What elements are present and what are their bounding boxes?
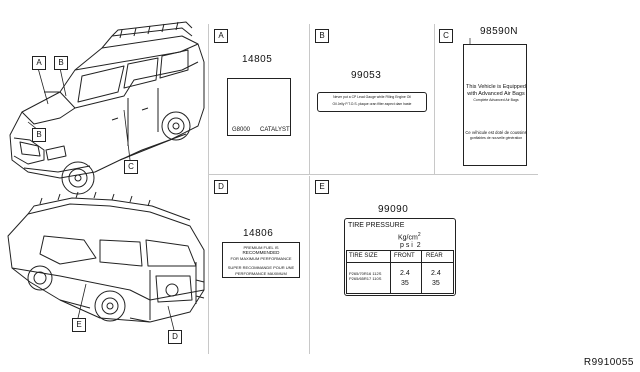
label-e-unit-metric-exp: 2: [417, 232, 421, 238]
label-e-front-psi: 35: [401, 280, 409, 287]
label-d: [222, 242, 300, 278]
label-e-size-1: P265/70R16 112S: [349, 271, 382, 276]
label-b-line2: Oil Jelly P.T.O.S. plaque oran filter as…: [332, 102, 412, 106]
label-c-heading-fr-2: gonflables de nouvelle génération: [469, 136, 523, 140]
divider-vertical-mid-top: [309, 24, 310, 174]
label-c-heading-en-2: with Advanced Air Bags: [467, 91, 525, 97]
label-c: [463, 44, 527, 166]
label-e-unit-psi-text: p s i: [400, 242, 413, 249]
label-e-col-size: TIRE SIZE: [349, 253, 378, 259]
label-a-code: G8000: [232, 127, 251, 133]
label-e-rear-psi: 35: [432, 280, 440, 287]
panel-e-tag: E: [315, 180, 329, 194]
label-b-line1: Never put a CP Lead Gauge while Filling …: [333, 95, 411, 99]
label-e-front-kg: 2.4: [400, 270, 410, 277]
label-c-heading-fr-1: Ce véhicule est doté de coussins: [465, 130, 527, 135]
callout-bottom-d: D: [168, 330, 182, 344]
panel-a-tag: A: [214, 29, 228, 43]
callout-top-c: C: [124, 160, 138, 174]
label-e-table-col2-sep: [421, 250, 422, 294]
label-d-line2: RECOMMENDED: [242, 250, 280, 255]
part-number-c: 98590N: [480, 26, 519, 37]
label-e: [344, 218, 456, 296]
label-c-heading-en-1: This Vehicle is Equipped: [466, 84, 526, 90]
panel-c-tag: C: [439, 29, 453, 43]
label-d-line3: FOR MAXIMUM PERFORMANCE: [230, 256, 292, 261]
label-e-rear-kg: 2.4: [431, 270, 441, 277]
bottom-vehicle-drawing: [7, 191, 205, 323]
divider-vertical-mid-bottom: [309, 176, 310, 354]
label-e-table-header-sep: [346, 262, 454, 263]
callout-leader-lines: [27, 67, 175, 331]
label-d-line5: PERFORMANCE MAXIMUM: [235, 271, 287, 276]
label-e-unit-psi: p s i 2: [400, 242, 421, 249]
label-a: [227, 78, 291, 136]
part-number-b: 99053: [351, 70, 382, 81]
panel-d-tag: D: [214, 180, 228, 194]
label-e-table-border: [346, 250, 454, 294]
label-e-title: TIRE PRESSURE: [348, 222, 405, 229]
callout-top-b: B: [54, 56, 68, 70]
part-number-a: 14805: [242, 54, 273, 65]
label-a-catalyst: CATALYST: [260, 127, 290, 133]
panel-b-tag: B: [315, 29, 329, 43]
label-d-line1: PREMIUM FUEL IS: [243, 245, 279, 250]
label-b: [317, 92, 427, 112]
callout-top-b2: B: [32, 128, 46, 142]
part-number-d: 14806: [243, 228, 274, 239]
part-number-e: 99090: [378, 204, 409, 215]
divider-horizontal: [208, 174, 538, 175]
callout-top-a: A: [32, 56, 46, 70]
label-e-size-2: P265/65R17 110S: [349, 276, 382, 281]
divider-vertical-right-top: [434, 24, 435, 174]
label-c-subhead-en: Complete Advanced Air Bags: [473, 98, 519, 102]
label-e-unit-metric: Kg/cm2: [398, 232, 421, 241]
label-e-unit-metric-text: Kg/cm: [398, 234, 418, 242]
label-d-line4: SUPER RECOMMANDE POUR UNE: [227, 265, 295, 270]
diagram-id: R9910055: [583, 357, 634, 368]
top-vehicle-drawing: [9, 21, 205, 195]
callout-bottom-e: E: [72, 318, 86, 332]
label-e-unit-psi-suffix: 2: [416, 242, 421, 249]
label-e-col-rear: REAR: [426, 253, 443, 259]
label-e-table-col1-sep: [390, 250, 391, 294]
divider-vertical-left: [208, 24, 209, 354]
label-e-col-front: FRONT: [394, 253, 415, 259]
